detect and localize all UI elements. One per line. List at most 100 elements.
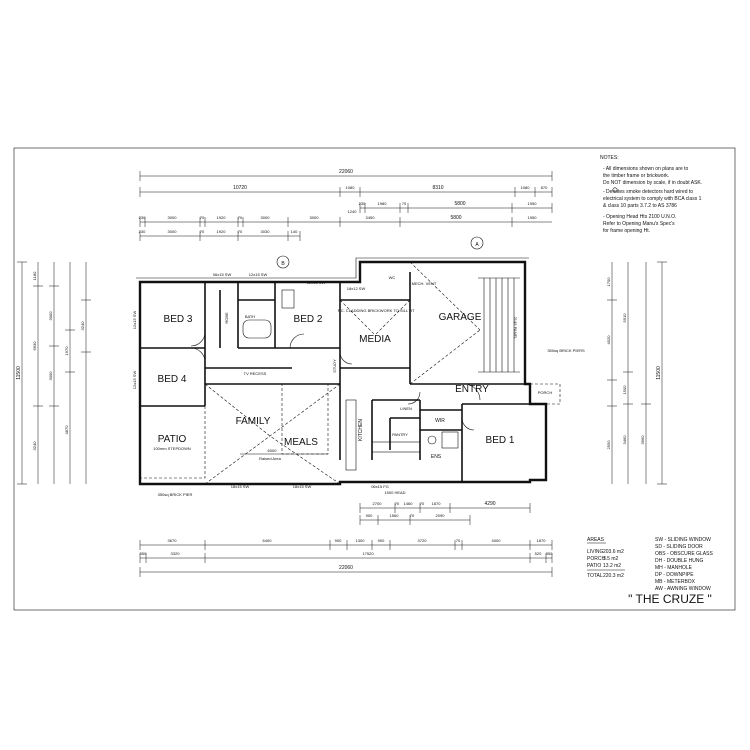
room-bed1: BED 1 (486, 435, 515, 446)
dim-left-2: 3000 (48, 311, 53, 321)
window-8: 12x15 SW (132, 311, 137, 330)
dim-bottom2-5: 350 (546, 551, 553, 556)
dim-r3-1: 230 (139, 215, 146, 220)
dim-r4-7: 140 (291, 229, 298, 234)
dim-r3-3: 70 (200, 215, 205, 220)
window-7: 18x15 SW (293, 484, 312, 489)
dim-bottom-2: 6400 (263, 538, 273, 543)
notes-line-7: - Opening Head Hts 2100 U.N.O. (603, 214, 676, 220)
section-marker-a-label: A (475, 242, 479, 248)
dim-top-3: 8310 (432, 185, 443, 191)
kitchen-head-label: 1500 HEAD (384, 490, 405, 495)
dim-right-2: 4020 (606, 335, 611, 345)
sheet-border (13, 147, 736, 611)
dim-entry-10: 2090 (436, 513, 446, 518)
legend-5: DP - DOWNPIPE (655, 572, 694, 578)
dim-right-1: 1700 (606, 277, 611, 287)
bottom-dimensions: 2700 70 1460 70 1870 4290 900 1560 70 20… (140, 501, 553, 577)
notes-line-5: electrical system to comply with BCA cla… (603, 196, 702, 202)
room-labels: BED 3 BED 2 BED 4 BED 1 BATH MEDIA GARAG… (158, 275, 553, 460)
dim-mid-5: 1950 (528, 201, 538, 206)
room-garage: GARAGE (439, 312, 482, 323)
dim-r3-10: 5800 (450, 215, 461, 221)
dim-right-3: 5910 (622, 313, 627, 323)
dim-left-total: 11500 (16, 366, 22, 380)
dim-entry-7: 900 (366, 513, 373, 518)
dim-mid-3: 70 (402, 201, 407, 206)
dim-r3-5: 70 (238, 215, 243, 220)
dim-bottom-6: 3720 (418, 538, 428, 543)
dim-bottom-9: 1870 (537, 538, 547, 543)
dim-entry-6: 4290 (484, 501, 495, 507)
meals-raised-label: Raised Area (259, 456, 282, 461)
dim-left-6: 3240 (32, 441, 37, 451)
room-ens: ENS (431, 454, 442, 460)
section-marker-b (276, 255, 290, 269)
dim-r4-2: 3000 (168, 229, 178, 234)
family-dim-label: 6000 (268, 448, 278, 453)
notes-line-8: Refer to Opening Manu's Spec's (603, 221, 675, 227)
notes-block: NOTES: - All dimensions shown on plans a… (600, 155, 702, 234)
room-porch: PORCH (538, 390, 553, 395)
dim-bottom2-2: 3320 (171, 551, 181, 556)
right-dimensions: 1700 4020 2550 5910 1500 3460 3960 11500 (606, 261, 667, 485)
left-dimensions: 11500 1180 6630 3240 3000 3000 1970 4870… (16, 261, 91, 485)
dim-bottom-7: 70 (456, 538, 461, 543)
dim-left-5: 1970 (64, 346, 69, 356)
room-pantry: PANTRY (392, 432, 408, 437)
area-value-3: 220.3 m2 (603, 573, 624, 579)
section-markers: A B (276, 236, 484, 269)
area-value-0: 203.6 m2 (603, 549, 624, 555)
dim-bottom-3: 900 (335, 538, 342, 543)
dim-r4-6: 3030 (261, 229, 271, 234)
dim-r3-6: 3000 (261, 215, 271, 220)
window-3: 12x15 SW (307, 280, 326, 285)
dim-entry-4: 70 (420, 501, 425, 506)
top-dimensions: 22060 10720 1080 8310 1080 870 230 1980 … (139, 169, 553, 241)
room-entry: ENTRY (455, 384, 489, 395)
window-5: 06x15 FG (371, 484, 389, 489)
dim-r3-9: 3450 (366, 215, 376, 220)
legend-2: OBS - OBSCURE GLASS (655, 551, 713, 557)
room-bed2: BED 2 (294, 314, 323, 325)
dim-top-5: 870 (541, 185, 548, 190)
legend-4: MH - MANHOLE (655, 565, 693, 571)
notes-line-4: - Denotes smoke detectors hard wired to (603, 189, 693, 195)
dim-r4-5: 70 (238, 229, 243, 234)
dim-r4-3: 70 (200, 229, 205, 234)
garage-panel-note: 2145 PANEL (513, 317, 518, 341)
dim-top-1: 10720 (233, 185, 247, 191)
area-name-1: PORCH (587, 556, 605, 562)
plan-title: " THE CRUZE " (628, 592, 712, 606)
dim-r3-8: 3000 (310, 215, 320, 220)
legend-6: MB - METERBOX (655, 579, 696, 585)
dim-overall-top: 22060 (339, 169, 353, 175)
dim-bottom-5: 900 (378, 538, 385, 543)
dim-r3-2: 3000 (168, 215, 178, 220)
walls (136, 257, 561, 486)
notes-line-9: for frame opening Ht. (603, 228, 650, 234)
dim-entry-3: 1460 (404, 501, 414, 506)
smoke-detector-icon (612, 187, 618, 193)
room-bath: BATH (245, 314, 255, 319)
area-value-1: 3.5 m2 (603, 556, 619, 562)
room-patio: PATIO (158, 434, 187, 445)
room-robe: ROBE (224, 312, 229, 324)
dim-right-7: 2550 (606, 440, 611, 450)
room-meals: MEALS (284, 437, 318, 448)
dim-r3-11: 1950 (528, 215, 538, 220)
dim-left-4: 3000 (48, 371, 53, 381)
dim-top-2: 1080 (346, 185, 356, 190)
area-name-0: LIVING (587, 549, 604, 555)
room-wir: WIR (435, 418, 445, 424)
room-bed3: BED 3 (164, 314, 193, 325)
dim-entry-2: 70 (395, 501, 400, 506)
room-bed4: BED 4 (158, 374, 187, 385)
mech-vent-label: MECH. VENT (412, 281, 437, 286)
notes-line-2: the timber frame or brickwork. (603, 173, 669, 179)
brick-pier-bottom-label: 350sq BRICK PIER (158, 492, 193, 497)
notes-line-3: Do NOT dimension by scale, if in doubt A… (603, 180, 702, 186)
area-value-2: 13.2 m2 (603, 563, 621, 569)
window-2: 12x15 SW (249, 272, 268, 277)
